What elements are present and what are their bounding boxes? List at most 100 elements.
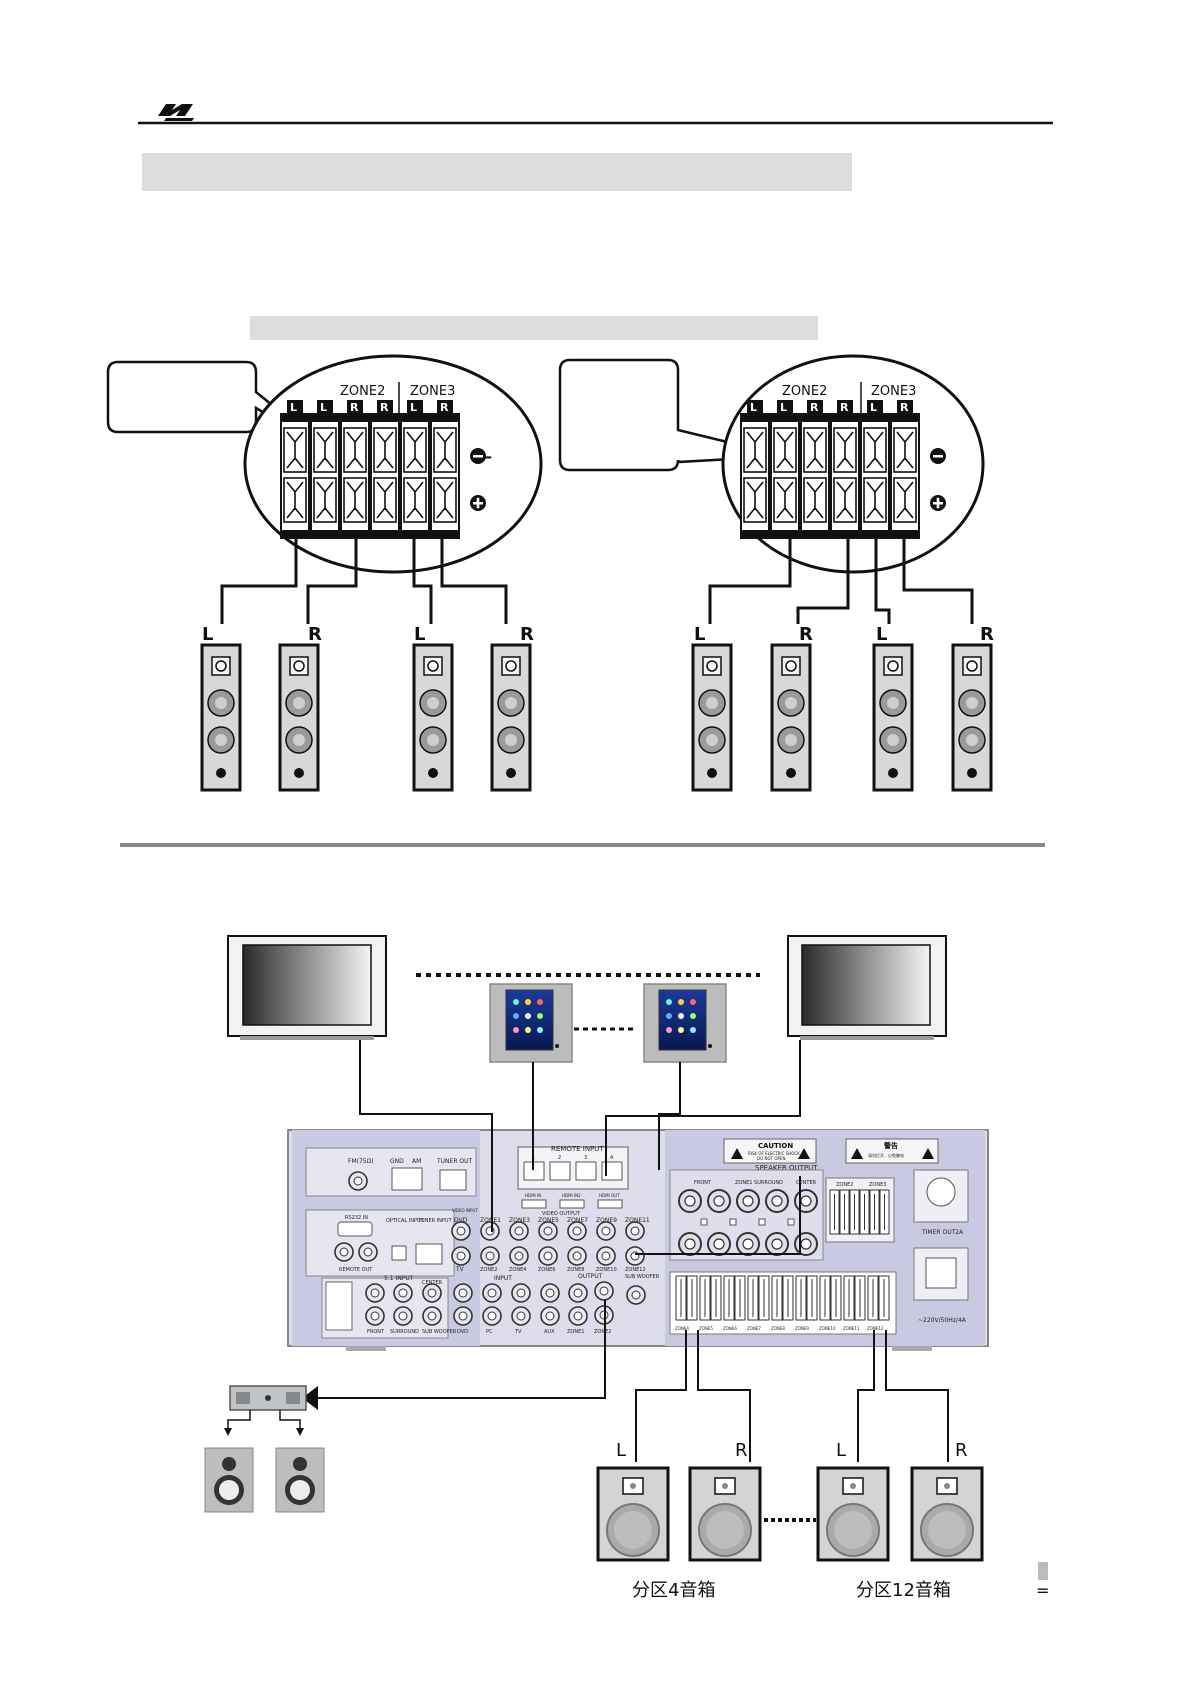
speaker-label: L [694,624,705,645]
screw-terminal [758,1218,766,1226]
speaker-label: L [876,624,887,645]
bookshelf-speaker [275,1447,325,1513]
tv-left [227,935,387,1040]
speaker-label: R [520,624,534,645]
zone-label: ZONE8 [567,1267,584,1273]
rca-jack [482,1283,502,1303]
binding-post [707,1189,731,1213]
speaker-label: R [735,1440,748,1461]
svg-text:AM: AM [412,1158,421,1165]
zone-label: ZONE3 [410,384,455,399]
svg-text:CAUTION: CAUTION [758,1142,793,1150]
zone-label: ZONE4 [675,1326,689,1331]
zone-label: ZONE2 [340,384,385,399]
terminal-tag: R [897,400,913,414]
rca-jack [568,1283,588,1303]
terminal-cell [740,413,770,539]
svg-text:OPTICAL INPUT: OPTICAL INPUT [386,1218,425,1224]
small-amplifier [204,1385,325,1513]
terminal-cell [370,413,400,539]
tower-speaker [200,643,242,792]
rca-jack [538,1246,558,1266]
svg-text:CENTER: CENTER [422,1280,443,1286]
zone-speaker [910,1466,984,1562]
speaker-label: R [308,624,322,645]
svg-text:INPUT: INPUT [494,1275,512,1282]
speaker-label: L [836,1440,846,1461]
zone-speaker [688,1466,762,1562]
rca-jack [482,1306,502,1326]
terminal-tag: R [807,400,823,414]
svg-text:HDMI IN: HDMI IN [525,1193,541,1198]
terminal-tag: L [747,400,763,414]
zone-label: ZONE3 [509,1217,530,1224]
svg-text:SUB WOOFER: SUB WOOFER [625,1274,660,1280]
zone-label: ZONE12 [625,1267,646,1273]
svg-text:警告: 警告 [884,1141,898,1150]
terminal-tag: R [437,400,453,414]
rca-jack [567,1221,587,1241]
svg-text:SURROUND: SURROUND [390,1329,419,1335]
rca-jack [625,1221,645,1241]
zone-label: ZONE5 [699,1326,713,1331]
svg-text:FRONT: FRONT [694,1180,712,1186]
tv-right [787,935,947,1040]
tower-speaker [490,643,532,792]
screw-terminal [729,1218,737,1226]
terminal-tag: L [777,400,793,414]
rca-jack [453,1283,473,1303]
svg-text:OUTPUT: OUTPUT [578,1273,603,1280]
zone-label: ZONE3 [871,384,916,399]
screw-terminal [700,1218,708,1226]
rca-jack [540,1283,560,1303]
speaker-label: R [955,1440,968,1461]
terminal-tag: R [347,400,363,414]
zone-label: ZONE7 [747,1326,761,1331]
terminal-tag-label: L [320,401,327,414]
terminal-tag: L [867,400,883,414]
terminal-tag: L [407,400,423,414]
terminal-tag-label: L [750,401,757,414]
page-number: = [1036,1581,1049,1600]
screw-terminal [787,1218,795,1226]
terminal-cell [280,413,310,539]
terminal-tag: R [377,400,393,414]
terminal-cell [430,413,460,539]
zone-label: ZONE6 [723,1326,737,1331]
zone-label: ZONE7 [567,1217,588,1224]
tower-speaker [691,643,733,792]
rca-jack [540,1306,560,1326]
plus-sign: + [470,528,471,531]
terminal-tag-label: R [840,401,849,414]
remote-port-number: 3 [584,1155,587,1161]
rca-jack [596,1221,616,1241]
speaker-label: L [616,1440,626,1461]
tower-speaker [951,643,993,792]
terminal-tag-label: R [900,401,909,414]
svg-text:CENTER: CENTER [796,1180,817,1186]
terminal-tag-label: R [810,401,819,414]
rca-jack [511,1283,531,1303]
binding-post [765,1189,789,1213]
binding-post [765,1232,789,1256]
binding-post [794,1189,818,1213]
svg-text:ZONE1 SURROUND: ZONE1 SURROUND [735,1180,783,1186]
page-marker [1038,1562,1048,1580]
terminal-tag-label: L [780,401,787,414]
rca-jack [511,1306,531,1326]
source-label: TV [514,1329,522,1335]
source-label: AUX [544,1329,555,1335]
rca-jack [596,1246,616,1266]
zone-label: ZONE2 [782,384,827,399]
terminal-cell [890,413,920,539]
tower-speaker [770,643,812,792]
remote-port-number: 4 [610,1155,613,1161]
binding-post [678,1232,702,1256]
svg-text:RISK OF ELECTRIC SHOCK: RISK OF ELECTRIC SHOCK [748,1151,800,1156]
caption-zone12: 分区12音箱 [856,1580,951,1601]
binding-post [736,1232,760,1256]
terminal-cell [800,413,830,539]
